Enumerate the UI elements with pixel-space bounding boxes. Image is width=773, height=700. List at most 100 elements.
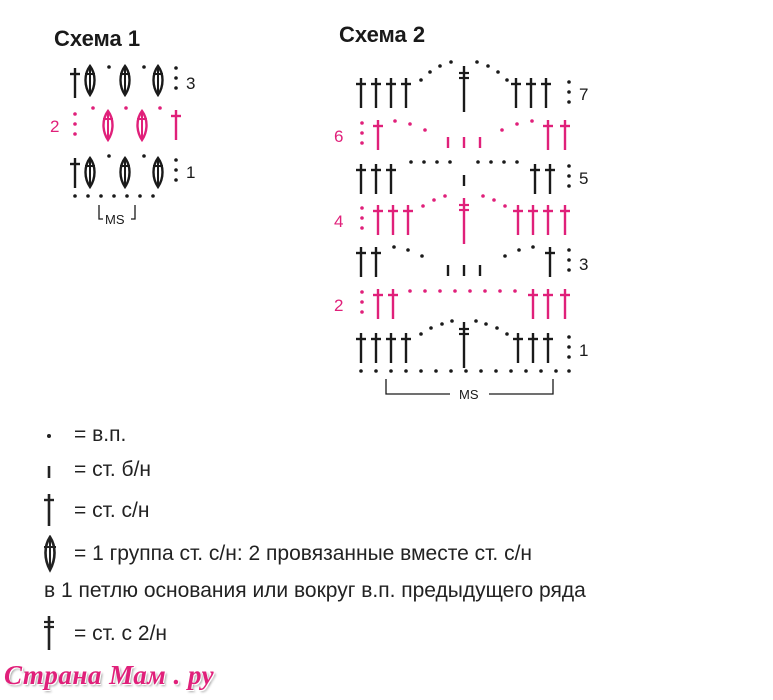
double-crochet-icon xyxy=(44,494,54,526)
chain-stitch-icon xyxy=(567,90,571,94)
double-crochet-icon xyxy=(369,331,383,365)
chain-stitch-icon xyxy=(567,174,571,178)
d2-row-6 xyxy=(360,118,572,152)
chain-stitch-icon xyxy=(360,310,364,314)
legend-text-cluster-continuation: в 1 петлю основания или вокруг в.п. пред… xyxy=(44,579,586,602)
double-crochet-icon xyxy=(526,287,540,321)
chain-stitch-icon xyxy=(47,434,51,438)
chain-stitch-icon xyxy=(73,122,77,126)
double-crochet-icon xyxy=(68,156,82,190)
d2-row-label-5: 5 xyxy=(579,169,588,188)
chain-stitch-icon xyxy=(486,64,490,68)
chain-stitch-icon xyxy=(517,248,521,252)
chain-stitch-icon xyxy=(524,369,528,373)
legend-text-single-crochet: = ст. б/н xyxy=(74,458,152,481)
double-crochet-icon xyxy=(369,245,383,279)
chain-stitch-icon xyxy=(406,248,410,252)
chain-stitch-icon xyxy=(174,86,178,90)
d2-row-label-7: 7 xyxy=(579,85,588,104)
double-crochet-icon xyxy=(371,203,385,237)
chain-stitch-icon xyxy=(359,369,363,373)
chain-stitch-icon xyxy=(112,194,116,198)
legend-text-double-crochet: = ст. с/н xyxy=(74,499,150,522)
chain-stitch-icon xyxy=(567,369,571,373)
d2-row-label-2: 2 xyxy=(334,296,343,315)
chain-stitch-icon xyxy=(174,76,178,80)
chain-stitch-icon xyxy=(434,369,438,373)
dc-cluster-icon xyxy=(101,109,115,142)
chain-stitch-icon xyxy=(138,194,142,198)
chain-stitch-icon xyxy=(432,198,436,202)
double-crochet-icon xyxy=(169,108,183,142)
chain-stitch-icon xyxy=(174,178,178,182)
d2-repeat-label: MS xyxy=(459,387,479,402)
chain-stitch-icon xyxy=(515,122,519,126)
chain-stitch-icon xyxy=(476,160,480,164)
watermark-logo: Страна Мам . ру xyxy=(4,660,215,690)
chain-stitch-icon xyxy=(474,319,478,323)
double-crochet-icon xyxy=(384,331,398,365)
legend-text-chain: = в.п. xyxy=(74,423,127,446)
double-crochet-icon xyxy=(541,118,555,152)
double-crochet-icon xyxy=(543,162,557,196)
chain-stitch-icon xyxy=(360,141,364,145)
chain-stitch-icon xyxy=(421,204,425,208)
dc-cluster-icon xyxy=(135,109,149,142)
double-crochet-icon xyxy=(524,76,538,110)
d1-row-3 xyxy=(68,64,178,100)
treble-crochet-icon xyxy=(457,196,471,246)
chain-stitch-icon xyxy=(419,78,423,82)
chain-stitch-icon xyxy=(567,80,571,84)
chain-stitch-icon xyxy=(450,319,454,323)
chain-stitch-icon xyxy=(142,65,146,69)
chain-stitch-icon xyxy=(438,289,442,293)
chain-stitch-icon xyxy=(73,194,77,198)
chain-stitch-icon xyxy=(360,131,364,135)
double-crochet-icon xyxy=(401,203,415,237)
d2-row-1 xyxy=(354,319,571,370)
chain-stitch-icon xyxy=(107,65,111,69)
chain-stitch-icon xyxy=(539,369,543,373)
chain-stitch-icon xyxy=(91,106,95,110)
diagram-2: 7 6 xyxy=(334,60,588,402)
chain-stitch-icon xyxy=(449,60,453,64)
chain-stitch-icon xyxy=(438,64,442,68)
treble-crochet-icon xyxy=(457,320,471,370)
single-crochet-icon xyxy=(47,466,51,478)
double-crochet-icon xyxy=(558,118,572,152)
chain-stitch-icon xyxy=(73,132,77,136)
double-crochet-icon xyxy=(369,76,383,110)
chain-stitch-icon xyxy=(449,369,453,373)
d2-row-7 xyxy=(354,60,571,114)
double-crochet-icon xyxy=(354,162,368,196)
chain-stitch-icon xyxy=(360,300,364,304)
dc-cluster-icon xyxy=(118,156,132,189)
double-crochet-icon xyxy=(371,287,385,321)
chain-stitch-icon xyxy=(464,369,468,373)
chain-stitch-icon xyxy=(496,70,500,74)
chain-stitch-icon xyxy=(502,160,506,164)
double-crochet-icon xyxy=(558,203,572,237)
chain-stitch-icon xyxy=(500,128,504,132)
chain-stitch-icon xyxy=(360,216,364,220)
d1-row-label-3: 3 xyxy=(186,74,195,93)
diagram-1-title: Схема 1 xyxy=(54,26,141,51)
treble-crochet-icon xyxy=(44,616,54,650)
chain-stitch-icon xyxy=(567,248,571,252)
double-crochet-icon xyxy=(371,118,385,152)
chain-stitch-icon xyxy=(481,194,485,198)
chain-stitch-icon xyxy=(503,204,507,208)
double-crochet-icon xyxy=(386,203,400,237)
double-crochet-icon xyxy=(399,331,413,365)
chain-stitch-icon xyxy=(124,106,128,110)
double-crochet-icon xyxy=(558,287,572,321)
dc-cluster-icon xyxy=(83,156,97,189)
chain-stitch-icon xyxy=(99,194,103,198)
chain-stitch-icon xyxy=(484,322,488,326)
chain-stitch-icon xyxy=(420,254,424,258)
chain-stitch-icon xyxy=(158,106,162,110)
chain-stitch-icon xyxy=(419,332,423,336)
d2-row-label-6: 6 xyxy=(334,127,343,146)
double-crochet-icon xyxy=(384,76,398,110)
chain-stitch-icon xyxy=(151,194,155,198)
